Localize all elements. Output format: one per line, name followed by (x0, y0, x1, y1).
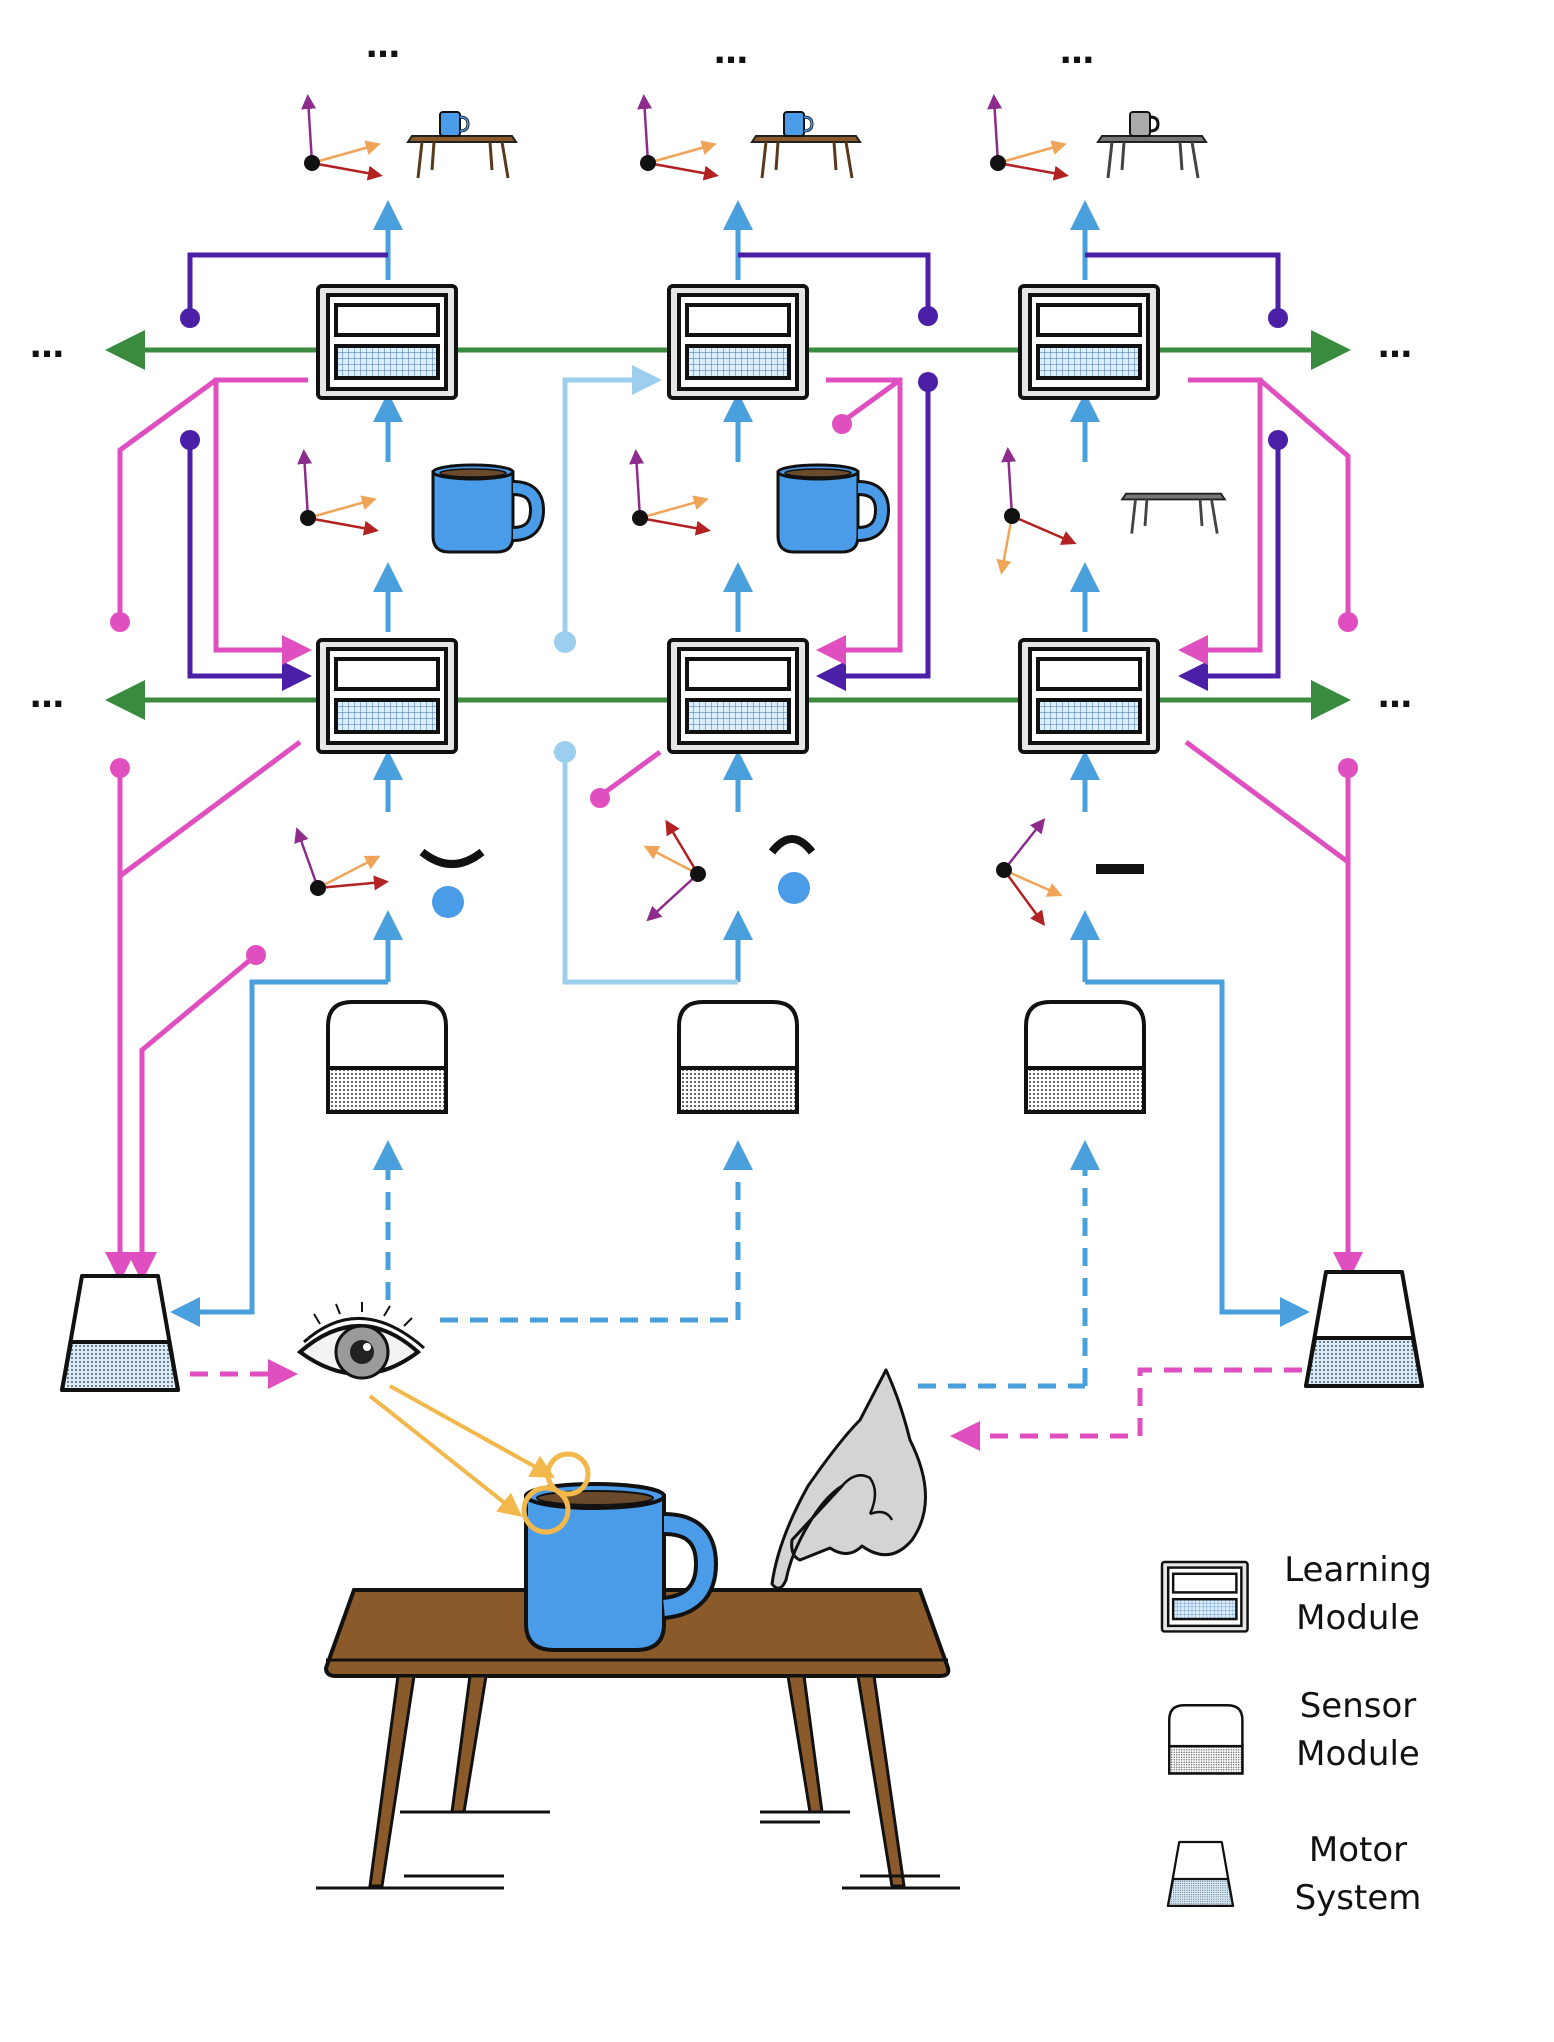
hand-icon (770, 1368, 927, 1604)
reference-frame-icons (294, 94, 1077, 927)
table-leg (856, 1674, 906, 1888)
ellipsis-top-2: … (714, 32, 751, 72)
flat-feature-icon (1096, 864, 1144, 874)
motor-system-left (60, 1274, 180, 1392)
sensor-module-1 (326, 1000, 448, 1114)
curve-feature-icon-1 (419, 848, 485, 868)
feature-dot-icon-1 (432, 886, 464, 918)
sensor-module-3 (1024, 1000, 1146, 1114)
sensor-module-icon (1167, 1703, 1244, 1775)
legend-icons (1160, 1560, 1249, 1907)
bottom-up-connections (170, 200, 1310, 1389)
motor-system-icon (1166, 1840, 1235, 1907)
learning-module-1-upper (316, 284, 458, 400)
learning-module-2-lower (667, 638, 809, 754)
curve-feature-icon-2 (768, 835, 816, 855)
table-with-mug-icon-3 (1096, 111, 1208, 180)
mug-icon-1 (433, 465, 537, 552)
learning-module-3-upper (1018, 284, 1160, 400)
output-objects (406, 110, 1227, 918)
mug-on-table-icon (521, 1451, 719, 1652)
table-leg (368, 1674, 416, 1888)
legend-learning-module-label: Learning Module (1284, 1550, 1432, 1638)
table-with-mug-icon-1 (406, 110, 518, 180)
eye-icon (296, 1302, 425, 1380)
goal-connections (105, 377, 1363, 1451)
learning-module-3-lower (1018, 638, 1160, 754)
table-icon (1120, 492, 1227, 536)
table-leg (786, 1674, 824, 1814)
table-leg (450, 1674, 488, 1814)
feature-dot-icon-2 (778, 872, 810, 904)
sensor-modules (326, 1000, 1146, 1114)
ellipsis-top-1: … (366, 26, 403, 66)
learning-module-icon (1160, 1560, 1249, 1633)
ellipsis-top-3: … (1060, 32, 1097, 72)
ellipsis-right-upper: … (1378, 326, 1415, 366)
legend-motor-system-label: Motor System (1294, 1830, 1422, 1918)
table-with-mug-icon-2 (750, 110, 862, 180)
ellipsis-left-lower: … (30, 676, 67, 716)
learning-module-2-upper (667, 284, 809, 400)
attention-beams (368, 1384, 555, 1517)
learning-module-1-lower (316, 638, 458, 754)
mug-icon-2 (778, 465, 882, 552)
sensor-module-2 (677, 1000, 799, 1114)
motor-system-right (1304, 1270, 1424, 1388)
ellipsis-left-upper: … (30, 326, 67, 366)
ellipsis-right-lower: … (1378, 676, 1415, 716)
top-down-connections (180, 252, 1288, 691)
skip-connection (554, 365, 738, 985)
table-scene (316, 1451, 960, 1890)
legend-sensor-module-label: Sensor Module (1296, 1686, 1420, 1774)
